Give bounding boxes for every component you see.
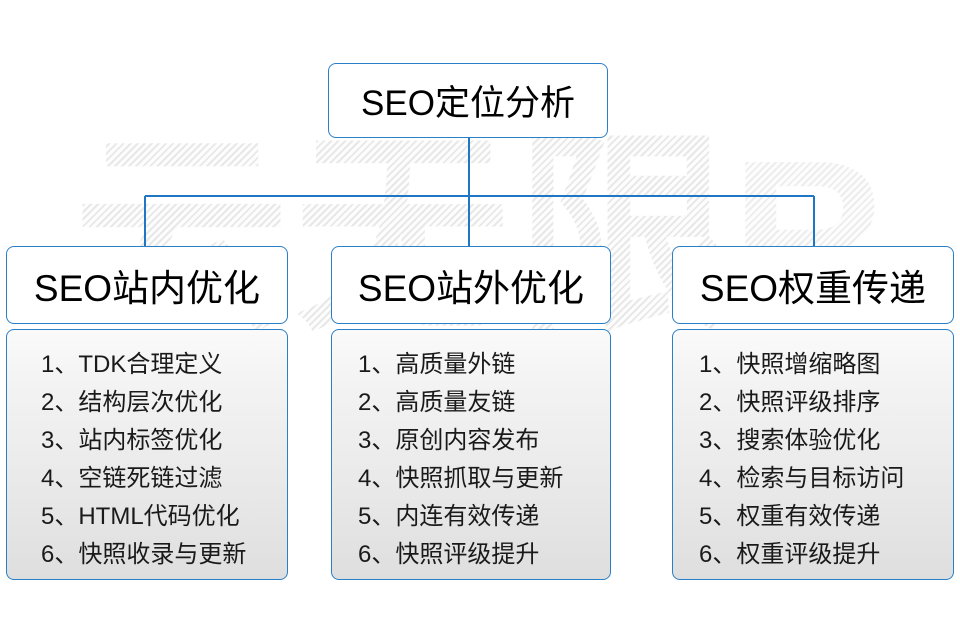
list-item: 3、原创内容发布	[358, 427, 540, 454]
list-item: 2、高质量友链	[358, 389, 516, 416]
list-item: 1、快照增缩略图	[699, 351, 881, 378]
branch-column-2: SEO站外优化 1、高质量外链 2、高质量友链 3、原创内容发布 4、快照抓取与…	[331, 246, 611, 580]
branch-header-3[interactable]: SEO权重传递	[672, 246, 954, 324]
root-node[interactable]: SEO定位分析	[328, 63, 608, 138]
list-item: 6、快照收录与更新	[41, 541, 247, 568]
list-item: 3、搜索体验优化	[699, 427, 881, 454]
list-item: 4、快照抓取与更新	[358, 465, 564, 492]
list-item: 2、快照评级排序	[699, 389, 881, 416]
branch-header-1[interactable]: SEO站内优化	[6, 246, 288, 324]
branch-list-1: 1、TDK合理定义 2、结构层次优化 3、站内标签优化 4、空链死链过滤 5、H…	[6, 329, 288, 580]
branch-list-2: 1、高质量外链 2、高质量友链 3、原创内容发布 4、快照抓取与更新 5、内连有…	[331, 329, 611, 580]
list-item: 5、权重有效传递	[699, 503, 881, 530]
list-item: 5、HTML代码优化	[41, 503, 240, 530]
list-item: 3、站内标签优化	[41, 427, 223, 454]
branch-column-3: SEO权重传递 1、快照增缩略图 2、快照评级排序 3、搜索体验优化 4、检索与…	[672, 246, 954, 580]
list-item: 2、结构层次优化	[41, 389, 223, 416]
root-node-label: SEO定位分析	[361, 84, 575, 123]
branch-column-1: SEO站内优化 1、TDK合理定义 2、结构层次优化 3、站内标签优化 4、空链…	[6, 246, 288, 580]
branch-list-3: 1、快照增缩略图 2、快照评级排序 3、搜索体验优化 4、检索与目标访问 5、权…	[672, 329, 954, 580]
list-item: 1、高质量外链	[358, 351, 516, 378]
branch-header-3-label: SEO权重传递	[699, 268, 927, 309]
branch-header-2-label: SEO站外优化	[357, 268, 585, 309]
list-item: 5、内连有效传递	[358, 503, 540, 530]
list-item: 1、TDK合理定义	[41, 351, 223, 378]
list-item: 4、检索与目标访问	[699, 465, 905, 492]
branch-header-2[interactable]: SEO站外优化	[331, 246, 611, 324]
list-item: 4、空链死链过滤	[41, 465, 223, 492]
branch-header-1-label: SEO站内优化	[33, 268, 261, 309]
list-item: 6、快照评级提升	[358, 541, 540, 568]
list-item: 6、权重评级提升	[699, 541, 881, 568]
